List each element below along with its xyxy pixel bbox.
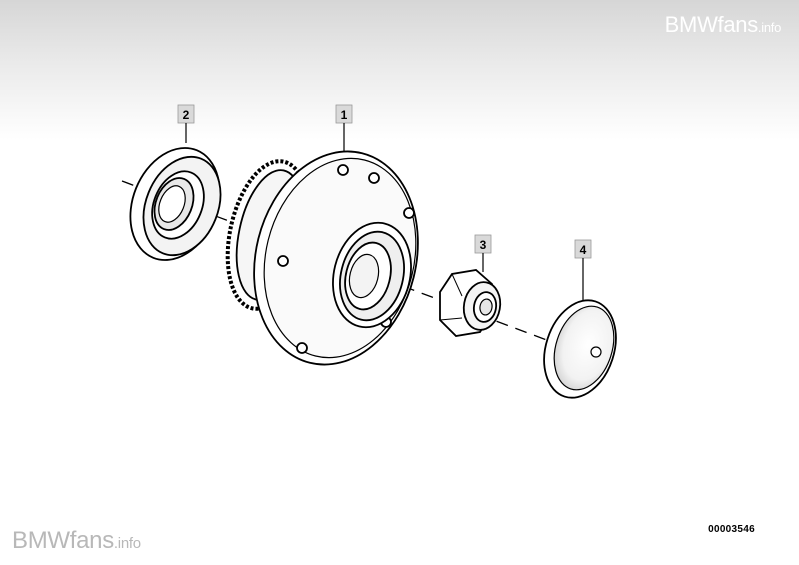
watermark-top-suffix: .info xyxy=(757,20,781,35)
callout-3-label: 3 xyxy=(480,238,487,252)
grease-cap xyxy=(543,299,617,399)
diagram-code: 00003546 xyxy=(708,524,755,535)
collar-nut xyxy=(439,269,502,337)
watermark-bottom-brand: BMWfans xyxy=(12,527,114,554)
watermark-top: BMWfans.info xyxy=(664,12,782,38)
callout-4: 4 xyxy=(574,239,592,300)
watermark-bottom-suffix: .info xyxy=(113,535,141,552)
callout-1: 1 xyxy=(335,104,353,152)
callout-3: 3 xyxy=(474,234,492,272)
callout-4-label: 4 xyxy=(580,243,587,257)
seal-ring xyxy=(129,147,222,261)
watermark-bottom: BMWfans.info xyxy=(12,527,141,555)
callout-1-label: 1 xyxy=(341,108,348,122)
callout-2-label: 2 xyxy=(183,108,190,122)
wheel-hub xyxy=(225,150,419,366)
header-gradient xyxy=(0,0,799,140)
watermark-top-brand: BMWfans xyxy=(664,12,759,37)
callout-2: 2 xyxy=(177,104,195,143)
